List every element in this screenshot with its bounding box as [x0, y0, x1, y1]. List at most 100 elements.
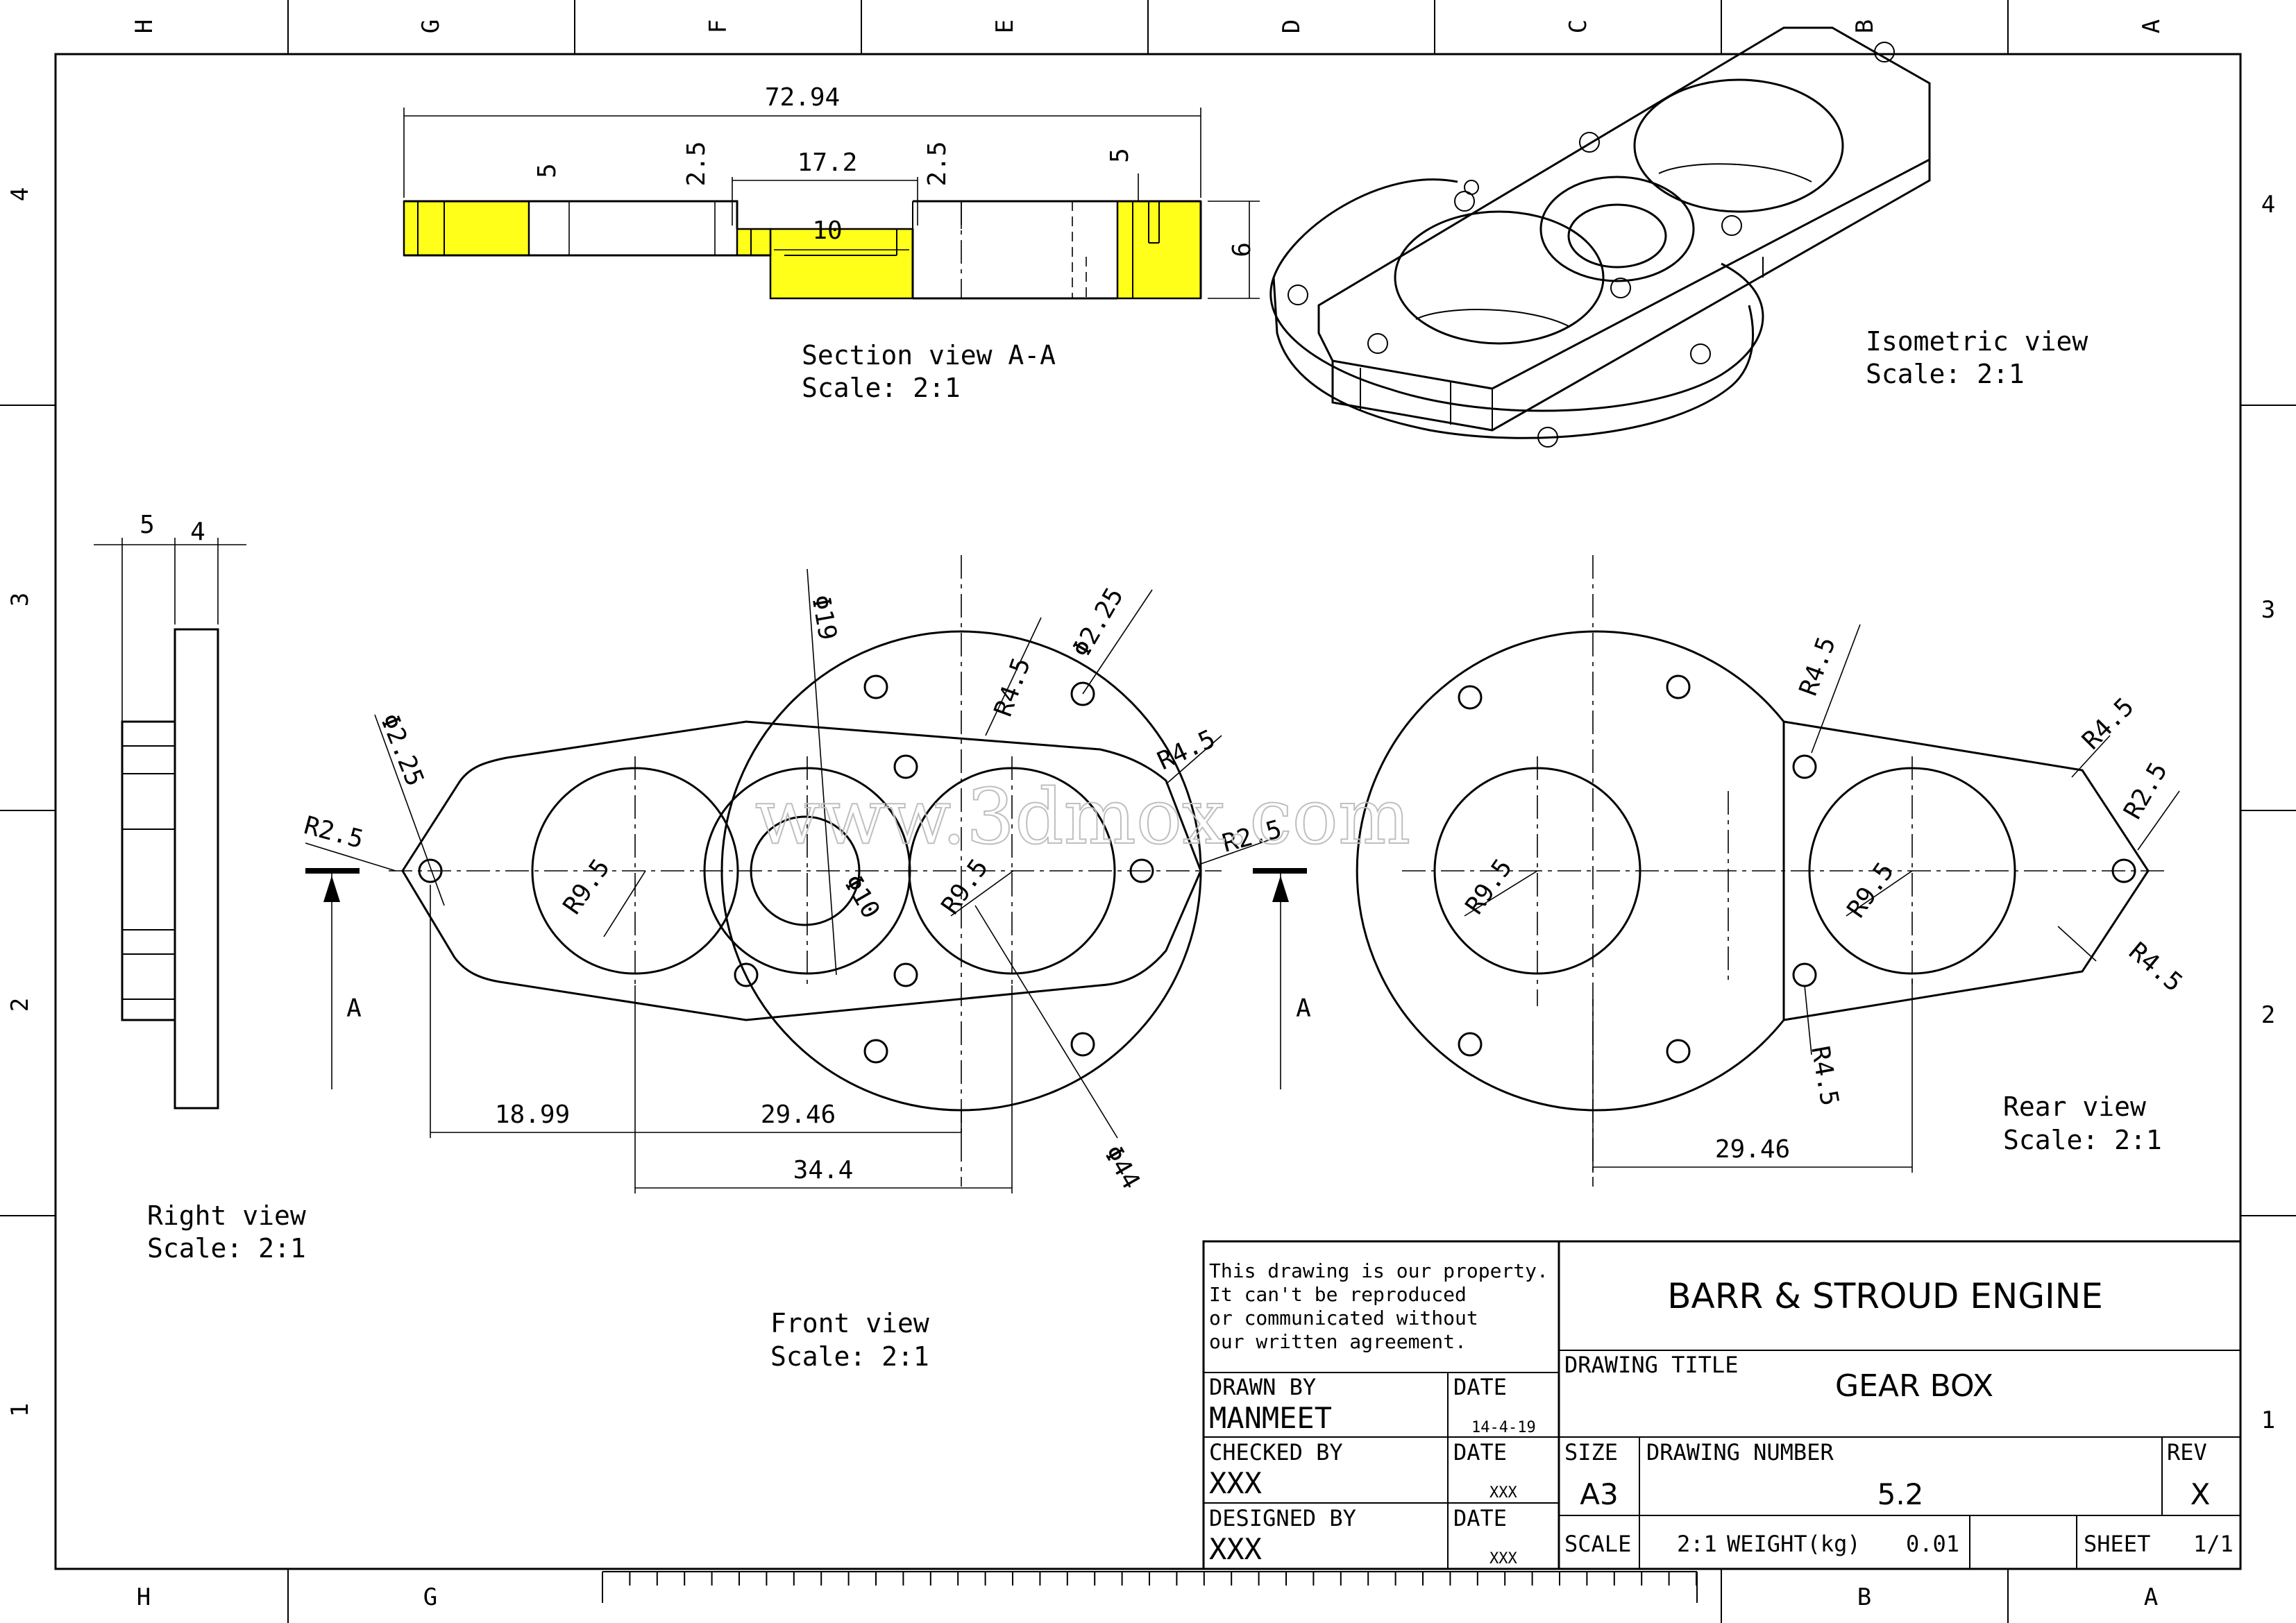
size-value: A3	[1580, 1477, 1618, 1511]
dim-diameter-19: Φ19	[806, 593, 842, 642]
section-view: 72.94 17.2 10 5 2.5 2.5 5 9 Section view…	[403, 83, 1260, 403]
checked-by-label: CHECKED BY	[1209, 1439, 1343, 1465]
col-label: G	[417, 19, 445, 33]
drawn-date-value: 14-4-19	[1471, 1419, 1536, 1436]
dim-bore-width: 17.2	[797, 148, 858, 177]
dim-radius: R2.5	[301, 811, 366, 854]
dim-center-distance: 29.46	[761, 1101, 836, 1129]
drawing-title-value: GEAR BOX	[1835, 1368, 1993, 1404]
col-label: B	[1851, 19, 1879, 33]
front-view-scale: Scale: 2:1	[770, 1341, 929, 1372]
dim-hole-diameter: Φ2.25	[375, 710, 430, 790]
dim-diameter-44: Φ44	[1098, 1141, 1145, 1194]
row-label: 3	[2261, 596, 2275, 624]
dim-depth: 5	[1106, 148, 1134, 163]
date-label: DATE	[1453, 1505, 1507, 1531]
dim-hole-offset: 18.99	[495, 1101, 570, 1129]
dim-radius: R4.5	[2123, 937, 2188, 997]
section-marker-label: A	[346, 994, 362, 1023]
front-view: 18.99 29.46 34.4 Φ19 Φ10 Φ44 Φ2.25 Φ2.25…	[301, 555, 1311, 1372]
drawn-by-value: MANMEET	[1209, 1401, 1332, 1435]
dim-radius: R4.5	[989, 654, 1036, 720]
dim-flange-width: 5	[140, 511, 155, 539]
designed-date-value: XXX	[1489, 1550, 1517, 1567]
company-name: BARR & STROUD ENGINE	[1667, 1276, 2103, 1316]
col-label: C	[1564, 19, 1592, 33]
dim-radius: R9.5	[558, 854, 616, 920]
dim-depth: 5	[533, 163, 562, 178]
row-label: 3	[6, 593, 34, 606]
rear-view-scale: Scale: 2:1	[2003, 1125, 2162, 1155]
isometric-view-scale: Scale: 2:1	[1866, 359, 2025, 389]
col-label: A	[2144, 1583, 2158, 1611]
dim-step: 2.5	[682, 141, 711, 186]
col-label: G	[423, 1583, 437, 1611]
border-column-labels: H G F E D C B A H G B A	[130, 19, 2166, 1611]
drawing-title-label: DRAWING TITLE	[1564, 1352, 1738, 1378]
dim-thickness: 9	[1226, 242, 1254, 257]
weight-label: WEIGHT(kg)	[1727, 1531, 1861, 1557]
row-label: 4	[2261, 191, 2275, 219]
dim-diameter-10: Φ10	[838, 870, 885, 924]
right-view: 5 4 Right view Scale: 2:1	[94, 511, 306, 1264]
col-label: D	[1278, 19, 1306, 33]
row-label: 1	[6, 1403, 34, 1417]
designed-by-label: DESIGNED BY	[1209, 1505, 1356, 1531]
dim-center-distance: 29.46	[1715, 1135, 1790, 1164]
rear-view-title: Rear view	[2003, 1091, 2146, 1122]
weight-value: 0.01	[1906, 1531, 1959, 1557]
notice-line: our written agreement.	[1209, 1330, 1467, 1353]
notice-line: or communicated without	[1209, 1307, 1478, 1329]
notice-line: This drawing is our property.	[1209, 1259, 1548, 1282]
right-view-scale: Scale: 2:1	[147, 1233, 306, 1264]
row-label: 2	[6, 998, 34, 1012]
isometric-view-title: Isometric view	[1866, 326, 2088, 357]
designed-by-value: XXX	[1209, 1532, 1262, 1566]
dim-plate-width: 4	[190, 518, 205, 546]
scale-value: 2:1	[1677, 1531, 1717, 1557]
drawing-number-value: 5.2	[1877, 1477, 1924, 1511]
date-label: DATE	[1453, 1374, 1507, 1400]
col-label: H	[137, 1583, 151, 1611]
dim-step: 2.5	[923, 141, 952, 186]
front-view-title: Front view	[770, 1308, 929, 1339]
dim-radius: R4.5	[1805, 1044, 1843, 1108]
col-label: E	[991, 19, 1019, 33]
sheet-value: 1/1	[2193, 1531, 2234, 1557]
dim-inner-width: 10	[812, 216, 842, 245]
dim-bore-distance: 34.4	[793, 1156, 854, 1184]
notice-line: It can't be reproduced	[1209, 1283, 1467, 1306]
rev-label: REV	[2167, 1439, 2207, 1465]
dim-radius: R9.5	[1460, 854, 1518, 920]
rear-view: 29.46 R4.5 R4.5 R2.5 R4.5 R4.5 R9.5 R9.5…	[1356, 555, 2188, 1187]
dim-overall-length: 72.94	[765, 83, 840, 112]
date-label: DATE	[1453, 1439, 1507, 1465]
col-label: H	[130, 19, 158, 33]
row-label: 2	[2261, 1001, 2275, 1029]
scale-label: SCALE	[1564, 1531, 1631, 1557]
dim-radius: R4.5	[1794, 634, 1841, 699]
dim-radius: R4.5	[1153, 724, 1219, 776]
section-marker-label: A	[1296, 994, 1311, 1023]
title-block: This drawing is our property. It can't b…	[1202, 1240, 2242, 1570]
dim-radius: R4.5	[2077, 692, 2139, 755]
rev-value: X	[2191, 1477, 2211, 1511]
dim-hole-diameter: Φ2.25	[1067, 583, 1129, 662]
isometric-view: Isometric view Scale: 2:1	[1269, 26, 2088, 448]
drawn-by-label: DRAWN BY	[1209, 1374, 1316, 1400]
dim-radius: R2.5	[2118, 758, 2173, 824]
right-view-title: Right view	[147, 1200, 306, 1231]
col-label: B	[1857, 1583, 1871, 1611]
border-row-labels: 4 3 2 1 4 3 2 1	[6, 187, 2275, 1434]
watermark-text: www.3dmox.com	[755, 772, 1410, 861]
size-label: SIZE	[1564, 1439, 1618, 1465]
section-view-title: Section view A-A	[802, 340, 1056, 371]
col-label: F	[704, 19, 732, 33]
dim-radius: R9.5	[1842, 858, 1900, 924]
dim-radius: R9.5	[936, 854, 994, 920]
checked-date-value: XXX	[1489, 1484, 1517, 1502]
section-view-scale: Scale: 2:1	[802, 373, 961, 403]
sheet-label: SHEET	[2084, 1531, 2150, 1557]
